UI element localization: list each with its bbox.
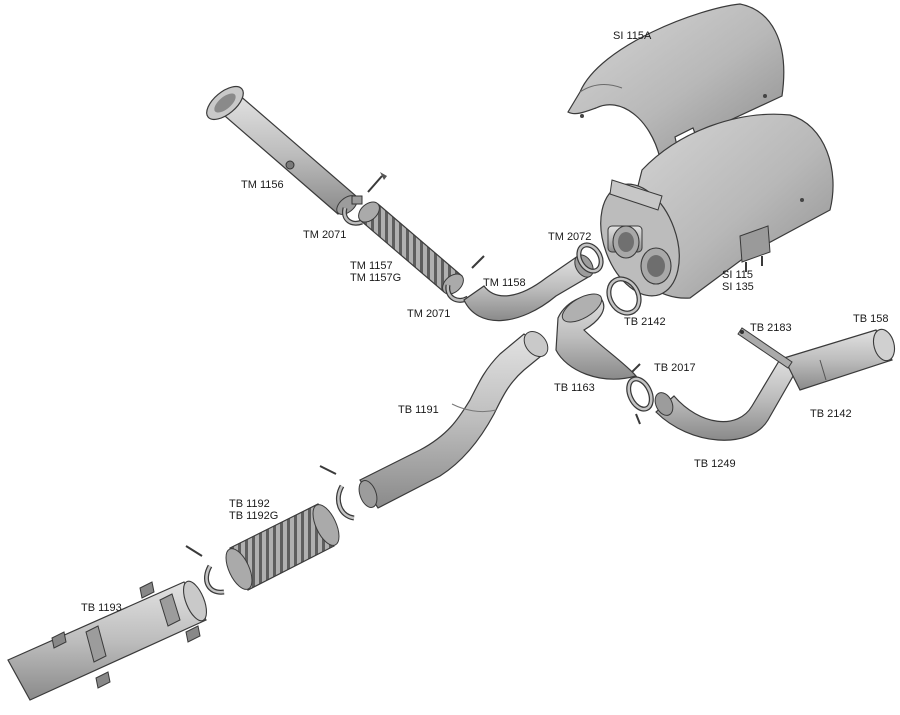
silencer-si115 bbox=[600, 113, 834, 299]
flex-pipe-tb1192 bbox=[225, 503, 340, 591]
label-tm1157: TM 1157 bbox=[350, 260, 393, 272]
label-tb1192: TB 1192 bbox=[229, 498, 270, 510]
label-tm1158: TM 1158 bbox=[483, 277, 526, 289]
label-tm1157g: TM 1157G bbox=[350, 272, 402, 284]
label-tm2071-bottom: TM 2071 bbox=[407, 308, 451, 320]
label-tb1191: TB 1191 bbox=[398, 404, 439, 416]
label-tm2071-top: TM 2071 bbox=[303, 229, 347, 241]
label-tm2072: TM 2072 bbox=[548, 231, 592, 243]
pipe-tb1193 bbox=[7, 580, 208, 701]
label-tb2183: TB 2183 bbox=[750, 322, 792, 334]
label-tb1193: TB 1193 bbox=[81, 602, 122, 614]
clamp-tb1193 bbox=[185, 545, 225, 595]
clamp-tb2142-top bbox=[606, 276, 642, 316]
pipe-tb1249 bbox=[654, 355, 801, 441]
pipe-tb1191 bbox=[358, 330, 549, 509]
label-tb1249: TB 1249 bbox=[694, 458, 736, 470]
label-si135: SI 135 bbox=[722, 281, 754, 293]
pipe-tb1163 bbox=[555, 293, 638, 380]
pipe-tm1156 bbox=[206, 85, 358, 215]
tailpipe-tb158 bbox=[783, 328, 896, 391]
label-tb1192g: TB 1192G bbox=[229, 510, 279, 522]
hanger-tb2183 bbox=[737, 327, 793, 369]
clamp-tb2017 bbox=[626, 363, 654, 425]
label-tb2017: TB 2017 bbox=[654, 362, 696, 374]
label-tb158: TB 158 bbox=[853, 313, 889, 325]
label-tb2142-top: TB 2142 bbox=[624, 316, 666, 328]
clamp-tm2071-top bbox=[341, 172, 387, 226]
label-tm1156: TM 1156 bbox=[241, 179, 284, 191]
label-si115: SI 115 bbox=[722, 269, 753, 281]
label-tb1163: TB 1163 bbox=[554, 382, 595, 394]
label-si115a: SI 115A bbox=[613, 30, 652, 42]
clamp-tm2072 bbox=[576, 242, 604, 274]
clamp-tb1192 bbox=[319, 465, 355, 521]
label-tb2142-bottom: TB 2142 bbox=[810, 408, 852, 420]
